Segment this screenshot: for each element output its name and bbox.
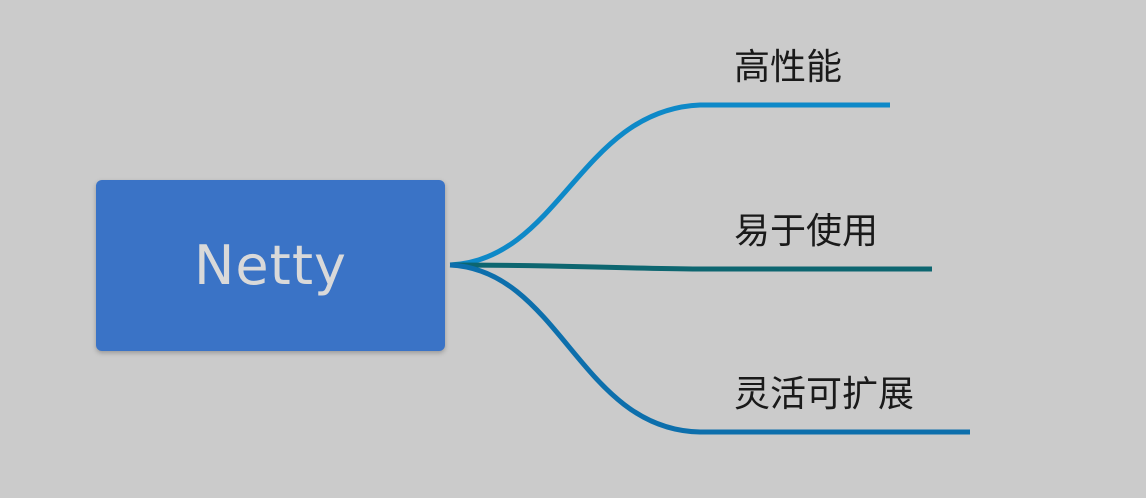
branch-node-extensible[interactable]: 灵活可扩展 <box>734 374 915 415</box>
root-node[interactable]: Netty <box>96 180 445 351</box>
connector-branch-1 <box>449 102 890 268</box>
branch-node-high-performance[interactable]: 高性能 <box>734 47 843 88</box>
root-node-label: Netty <box>194 234 347 297</box>
connector-branch-2 <box>449 262 932 272</box>
connector-branch-3 <box>449 262 970 435</box>
branch-node-easy-to-use[interactable]: 易于使用 <box>734 211 879 252</box>
